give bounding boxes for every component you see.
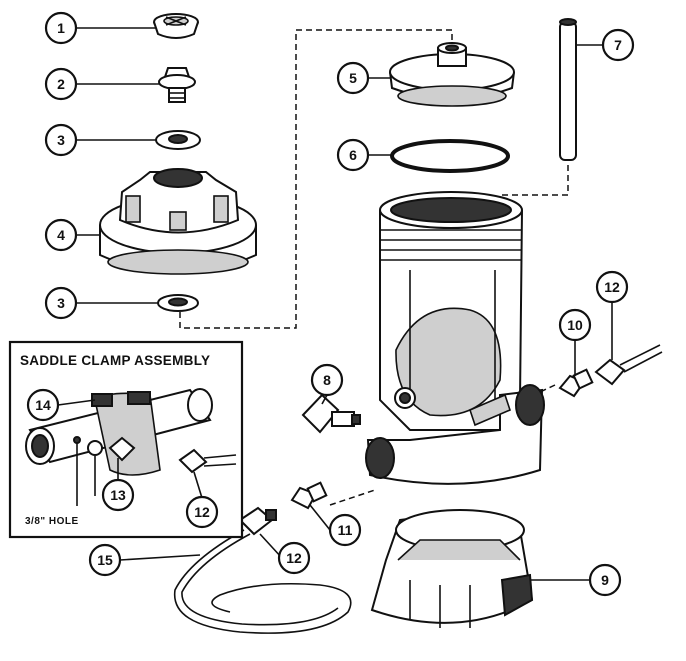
callout-9: 9 (588, 563, 622, 597)
svg-text:3: 3 (57, 132, 65, 148)
svg-text:1: 1 (57, 20, 65, 36)
part-2-plug (158, 67, 196, 103)
part-5-canister-cap (389, 42, 515, 107)
svg-text:11: 11 (338, 522, 353, 538)
callout-6: 6 (336, 138, 370, 172)
callout-12-right: 12 (595, 270, 629, 304)
part-12-nut-bottom (238, 506, 277, 536)
inlet-dashed-line (329, 489, 376, 506)
part-15-tubing (173, 529, 352, 634)
callout-3-top: 3 (44, 123, 78, 157)
svg-text:3: 3 (57, 295, 65, 311)
svg-text:13: 13 (110, 487, 126, 503)
callout-10: 10 (558, 308, 592, 342)
callout-12-bottom: 12 (277, 541, 311, 575)
part-3-washer-bottom (157, 294, 199, 312)
svg-text:14: 14 (35, 397, 51, 413)
part-8-valve-knob (301, 393, 361, 434)
callout-leaders (57, 27, 613, 581)
svg-text:4: 4 (57, 227, 65, 243)
svg-text:6: 6 (349, 147, 357, 163)
callout-11: 11 (328, 513, 362, 547)
svg-text:7: 7 (614, 37, 622, 53)
callout-14: 14 (26, 388, 60, 422)
callout-7: 7 (601, 28, 635, 62)
svg-text:12: 12 (286, 550, 302, 566)
part-10-fitting (558, 368, 594, 398)
hole-size-label: 3/8" HOLE (25, 516, 79, 527)
part-11-fitting (290, 481, 328, 510)
svg-text:5: 5 (349, 70, 357, 86)
tube-dashed-line (500, 165, 569, 196)
part-6-o-ring (390, 139, 510, 173)
callout-13: 13 (101, 478, 135, 512)
callout-15: 15 (88, 543, 122, 577)
callout-12-inset: 12 (185, 495, 219, 529)
svg-text:10: 10 (567, 317, 583, 333)
svg-text:9: 9 (601, 572, 609, 588)
part-9-stand (370, 509, 534, 628)
assembly-dashed-line (179, 29, 453, 329)
part-4-feeder-lid (99, 168, 257, 275)
svg-text:12: 12 (604, 279, 620, 295)
callout-3-bottom: 3 (44, 286, 78, 320)
inset-title: SADDLE CLAMP ASSEMBLY (20, 353, 210, 368)
callout-2: 2 (44, 67, 78, 101)
callout-4: 4 (44, 218, 78, 252)
svg-text:15: 15 (97, 552, 113, 568)
feeder-canister-body (365, 191, 545, 485)
callout-5: 5 (336, 61, 370, 95)
callout-8: 8 (310, 363, 344, 397)
callout-1: 1 (44, 11, 78, 45)
svg-text:2: 2 (57, 76, 65, 92)
part-12-nut-right (594, 344, 663, 386)
svg-text:12: 12 (194, 504, 210, 520)
part-1-cap (153, 13, 199, 39)
part-3-washer-top (155, 130, 201, 150)
svg-text:8: 8 (323, 372, 331, 388)
part-7-tube (559, 18, 577, 161)
